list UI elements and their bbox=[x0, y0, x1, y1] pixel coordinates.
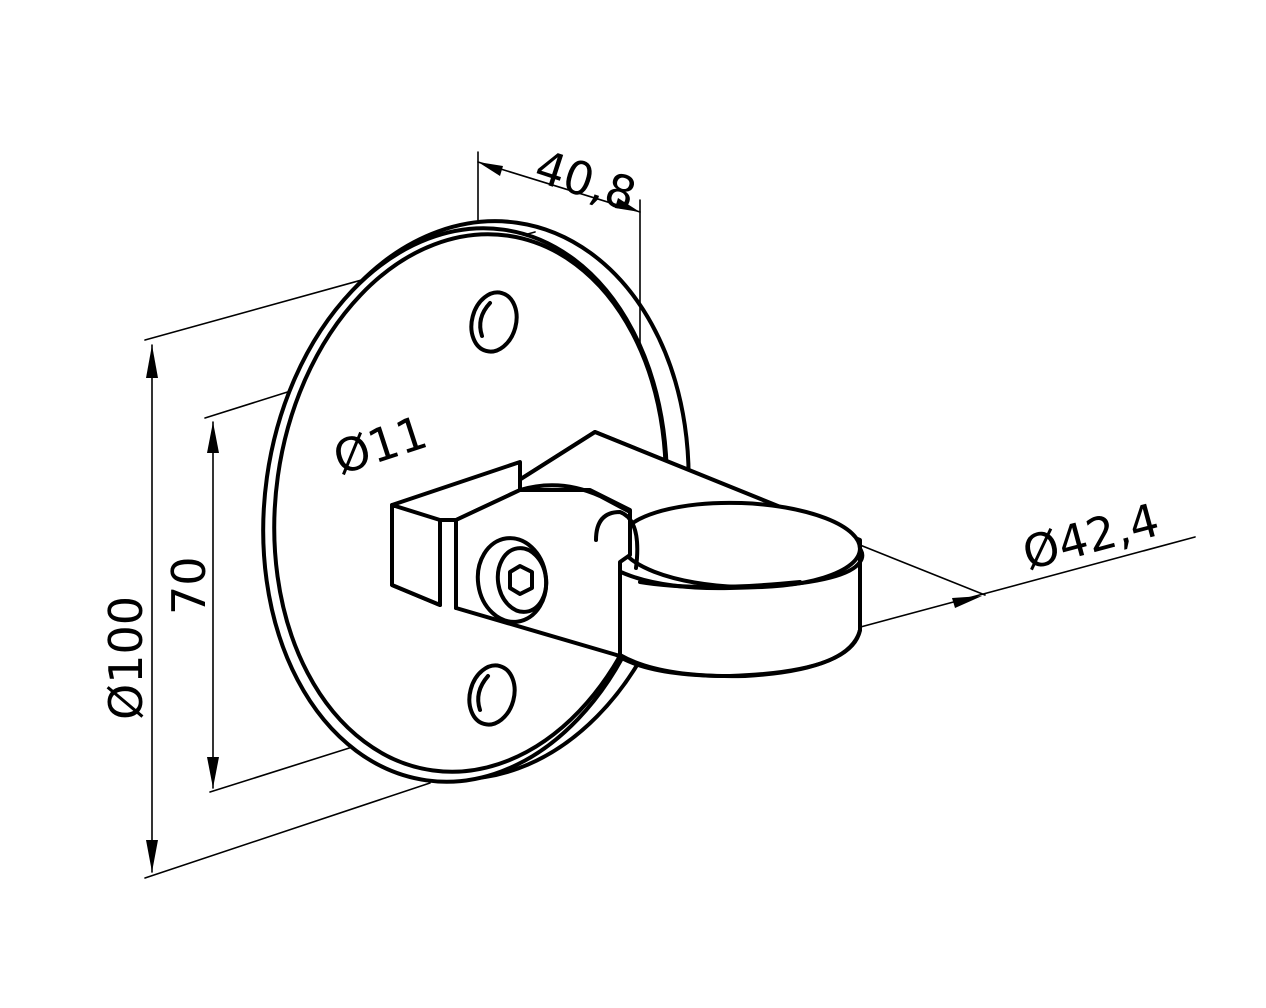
dim-tube-label: Ø42,4 bbox=[1017, 493, 1165, 581]
dim-plate-label: Ø100 bbox=[99, 596, 153, 720]
hex-socket-icon bbox=[508, 564, 534, 596]
mounting-hole-bottom bbox=[467, 663, 517, 727]
mounting-hole-top bbox=[469, 290, 519, 354]
tube-clamp bbox=[390, 430, 865, 679]
dim-spacing-label: 70 bbox=[162, 556, 216, 615]
dim-width-label: 40,8 bbox=[529, 139, 643, 222]
